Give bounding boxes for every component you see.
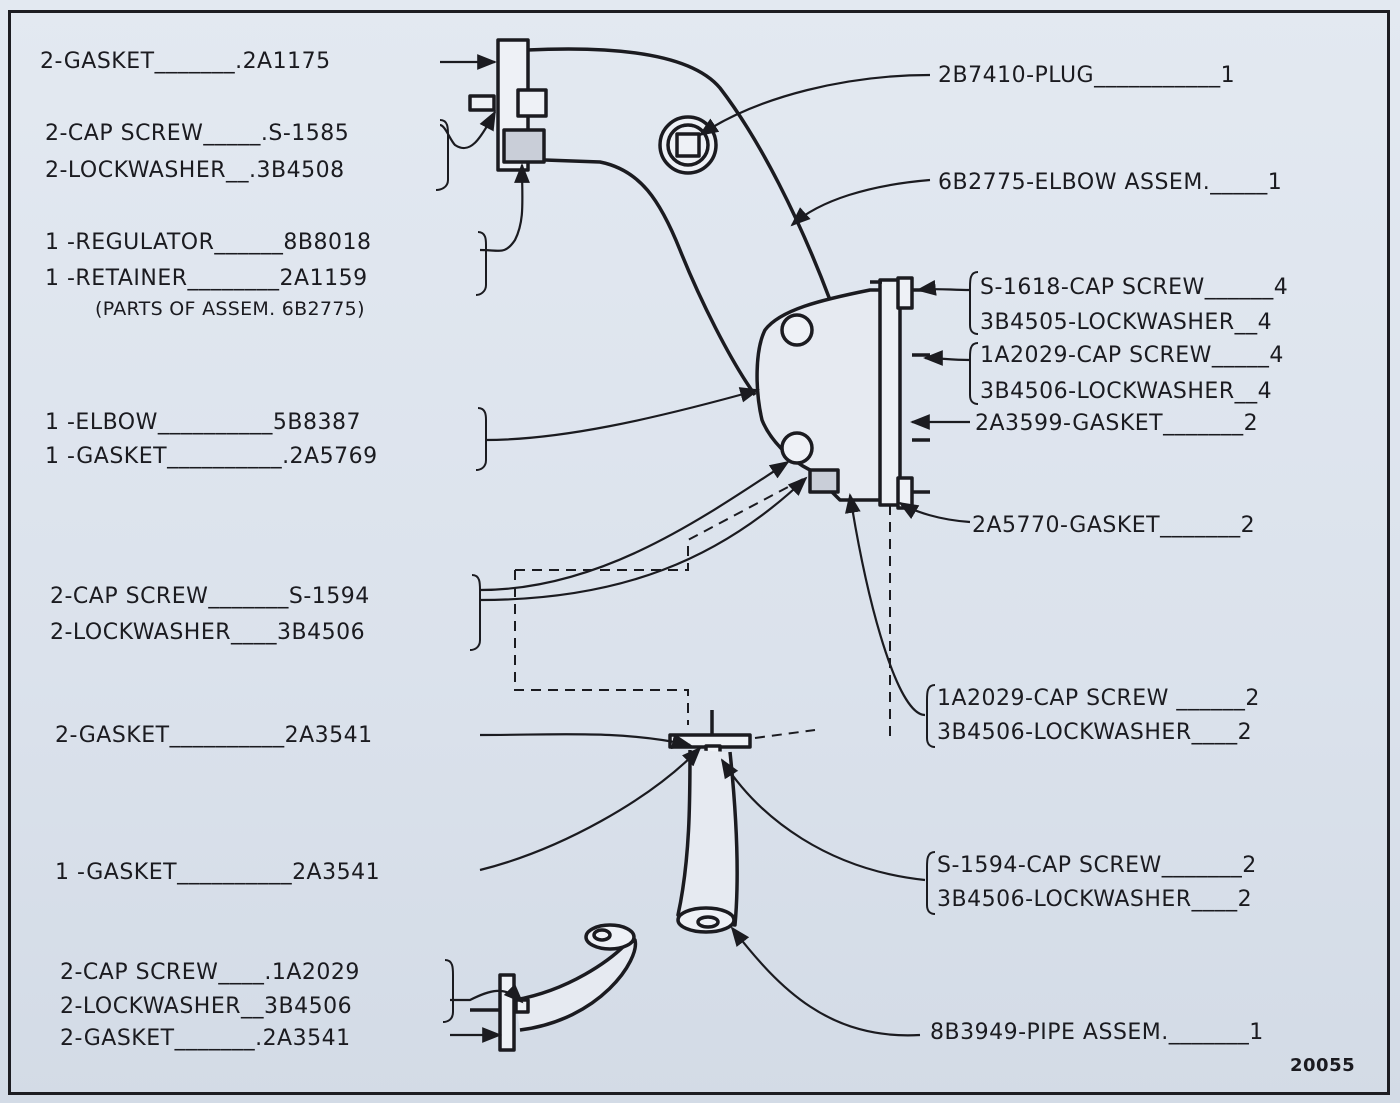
callout-lockwasher-3b4506-c: 3B4506-LOCKWASHER__4 <box>980 379 1273 404</box>
diagram-frame <box>8 10 1390 1095</box>
hidden-connection-lines <box>514 477 891 740</box>
callout-lockwasher-3b4506-a: 2-LOCKWASHER____3B4506 <box>50 620 366 645</box>
callout-cap-screw-1a2029-c: 1A2029-CAP SCREW ______2 <box>937 686 1260 711</box>
callout-gasket-2a3541-b: 1 -GASKET__________2A3541 <box>55 860 381 885</box>
callout-cap-screw-s1585: 2-CAP SCREW_____.S-1585 <box>45 121 350 146</box>
callout-lockwasher-3b4505: 3B4505-LOCKWASHER__4 <box>980 310 1273 335</box>
callout-gasket-2a3541-a: 2-GASKET__________2A3541 <box>55 723 373 748</box>
callout-regulator-8b8018: 1 -REGULATOR______8B8018 <box>45 230 372 255</box>
callout-plug-2b7410: 2B7410-PLUG___________1 <box>938 63 1236 88</box>
callout-gasket-2a1175: 2-GASKET_______.2A1175 <box>40 49 331 74</box>
figure-number: 20055 <box>1290 1055 1356 1076</box>
callout-cap-screw-s1618: S-1618-CAP SCREW______4 <box>980 275 1289 300</box>
callout-gasket-2a3541-c: 2-GASKET_______.2A3541 <box>60 1026 351 1051</box>
callout-cap-screw-s1594: 2-CAP SCREW_______S-1594 <box>50 584 370 609</box>
callout-lockwasher-3b4508: 2-LOCKWASHER__.3B4508 <box>45 158 345 183</box>
lower-flange-assembly <box>755 276 930 510</box>
callout-retainer-2a1159: 1 -RETAINER________2A1159 <box>45 266 368 291</box>
elbow-assembly-body <box>468 38 837 462</box>
pipe-assembly <box>668 710 752 934</box>
callout-parts-note: (PARTS OF ASSEM. 6B2775) <box>95 298 365 320</box>
callout-gasket-2a5770: 2A5770-GASKET_______2 <box>972 513 1256 538</box>
leader-lines <box>439 54 971 1043</box>
small-elbow-pipe <box>470 923 638 1052</box>
callout-cap-screw-s1594-b: S-1594-CAP SCREW_______2 <box>937 853 1257 878</box>
callout-elbow-5b8387: 1 -ELBOW__________5B8387 <box>45 410 361 435</box>
grouping-braces <box>435 119 979 1023</box>
callout-lockwasher-3b4506-e: 3B4506-LOCKWASHER____2 <box>937 887 1253 912</box>
callout-pipe-assem-8b3949: 8B3949-PIPE ASSEM._______1 <box>930 1020 1264 1045</box>
callout-cap-screw-1a2029-b: 1A2029-CAP SCREW_____4 <box>980 343 1284 368</box>
callout-cap-screw-1a2029-a: 2-CAP SCREW____.1A2029 <box>60 960 360 985</box>
callout-lockwasher-3b4506-d: 3B4506-LOCKWASHER____2 <box>937 720 1253 745</box>
callout-lockwasher-3b4506-b: 2-LOCKWASHER__3B4506 <box>60 994 353 1019</box>
callout-gasket-2a5769: 1 -GASKET__________.2A5769 <box>45 444 378 469</box>
callout-elbow-assem-6b2775: 6B2775-ELBOW ASSEM._____1 <box>938 170 1283 195</box>
callout-gasket-2a3599: 2A3599-GASKET_______2 <box>975 411 1259 436</box>
